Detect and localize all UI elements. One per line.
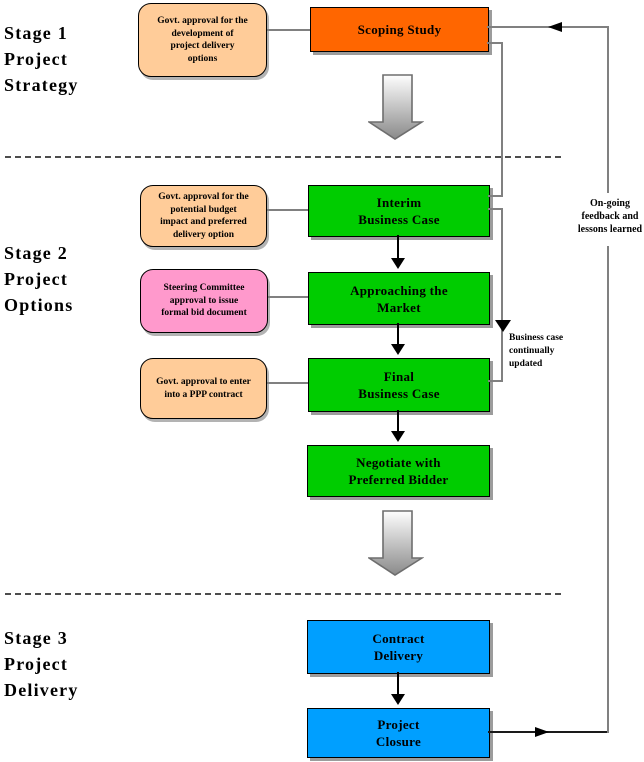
arrowhead-down-icon <box>391 258 405 269</box>
connector-callout2-interim <box>267 209 308 211</box>
feedback-line-right-upper <box>607 26 609 193</box>
stage2-to-stage3-big-arrow-icon <box>368 510 424 576</box>
box-final-business-case: Final Business Case <box>308 358 490 412</box>
stage2-label: Stage 2 Project Options <box>4 243 74 315</box>
box-project-closure: Project Closure <box>307 708 490 758</box>
flow-arrow-contract-to-closure <box>397 672 399 695</box>
box-approaching-the-market: Approaching the Market <box>308 272 490 325</box>
flow-arrow-market-to-final <box>397 323 399 345</box>
stage3-label: Stage 3 Project Delivery <box>4 628 79 700</box>
arrowhead-down-icon <box>391 344 405 355</box>
business-case-line <box>501 208 503 382</box>
callout-govt-approval-ppp-contract: Govt. approval to enter into a PPP contr… <box>140 358 267 419</box>
connector-callout3-market <box>268 296 308 298</box>
arrowhead-right-icon <box>535 727 549 737</box>
connector-callout1-scoping <box>267 29 310 31</box>
business-case-annotation: Business case continually updated <box>509 333 564 369</box>
arrowhead-down-icon <box>391 694 405 705</box>
box-contract-delivery: Contract Delivery <box>307 620 490 674</box>
stage1-to-stage2-big-arrow-icon <box>368 74 424 140</box>
connector-scoping-interim-h2 <box>488 195 502 197</box>
box-interim-business-case: Interim Business Case <box>308 185 490 237</box>
arrowhead-down-icon <box>391 431 405 442</box>
flow-arrow-interim-to-market <box>397 235 399 259</box>
stage1-2-separator <box>5 156 562 158</box>
stage2-3-separator <box>5 593 562 595</box>
callout-govt-approval-delivery-options: Govt. approval for the development of pr… <box>138 3 267 77</box>
box-scoping-study: Scoping Study <box>310 7 489 52</box>
feedback-line-right-lower <box>607 246 609 733</box>
connector-callout4-final <box>267 382 308 384</box>
stage1-label: Stage 1 Project Strategy <box>4 23 79 95</box>
arrowhead-down-icon <box>495 320 511 332</box>
connector-interim-bcline <box>488 208 502 210</box>
arrowhead-left-icon <box>548 22 562 32</box>
callout-steering-committee-approval: Steering Committee approval to issue for… <box>140 269 268 333</box>
connector-scoping-interim-v <box>501 42 503 197</box>
callout-govt-approval-budget-impact: Govt. approval for the potential budget … <box>140 185 267 247</box>
connector-bcline-final <box>488 380 502 382</box>
flow-arrow-final-to-negotiate <box>397 410 399 432</box>
box-negotiate-preferred-bidder: Negotiate with Preferred Bidder <box>307 445 490 497</box>
feedback-annotation: On-going feedback and lessons learned <box>577 198 643 235</box>
connector-scoping-interim-h1 <box>487 42 503 44</box>
